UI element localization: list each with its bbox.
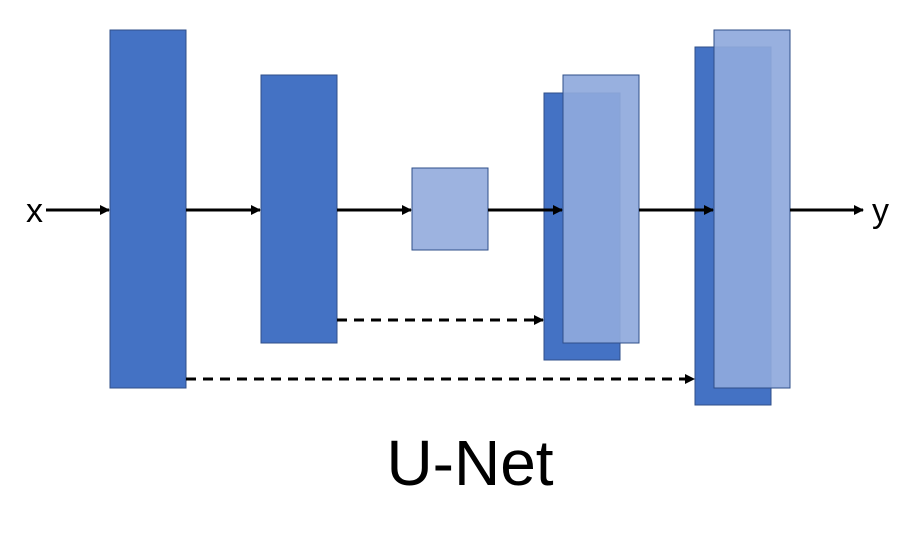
bottleneck-block (411, 167, 489, 251)
encoder-block-1 (109, 29, 187, 389)
input-label: x (26, 192, 43, 230)
decoder-block-2 (562, 74, 640, 344)
output-label: y (872, 192, 889, 230)
diagram-title: U-Net (386, 427, 553, 499)
decoder-block-1 (713, 29, 791, 389)
encoder-block-2 (260, 74, 338, 344)
